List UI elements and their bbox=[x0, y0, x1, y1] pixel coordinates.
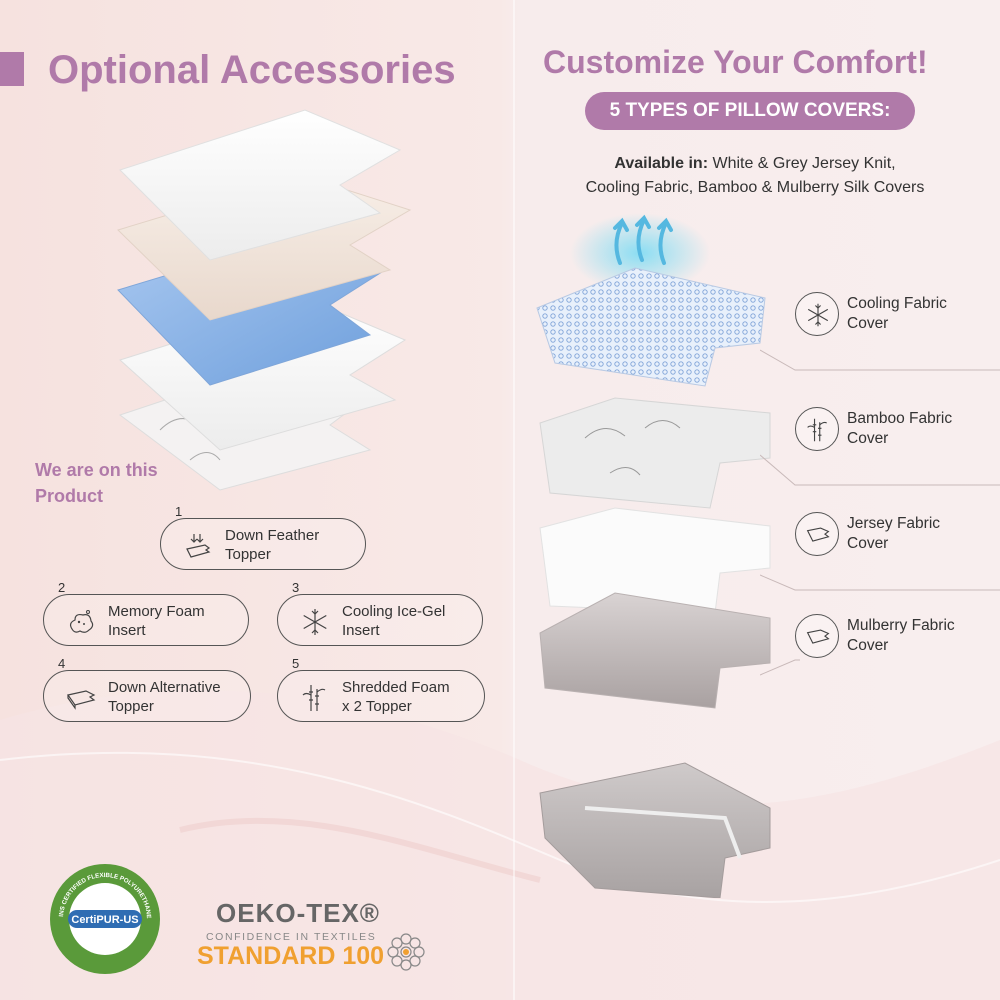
snowflake-icon bbox=[807, 303, 829, 327]
cover-connectors bbox=[760, 349, 1000, 676]
accessory-number: 3 bbox=[292, 580, 300, 595]
accessory-label-line1: Down Alternative bbox=[108, 679, 221, 696]
bamboo-icon bbox=[302, 685, 326, 711]
bamboo-icon bbox=[807, 418, 827, 442]
foam-cloud-icon bbox=[69, 610, 94, 633]
accessory-label-line2: Insert bbox=[108, 622, 146, 639]
cover-label-line1: Bamboo Fabric bbox=[847, 410, 953, 427]
oeko-tex-title: OEKO-TEX® bbox=[216, 898, 380, 928]
accessory-label-line1: Cooling Ice-Gel bbox=[342, 603, 446, 620]
title-accent-bar bbox=[0, 52, 24, 86]
certipur-us-badge: CONTAINS CERTIFIED FLEXIBLE POLYURETHANE… bbox=[48, 862, 160, 974]
oeko-tex-subtitle: CONFIDENCE IN TEXTILES bbox=[206, 931, 377, 943]
we-are-on-label: We are on this Product bbox=[35, 460, 158, 506]
accessory-label-line1: Shredded Foam bbox=[342, 679, 450, 696]
accessory-5: 5 Shredded Foam x 2 Topper bbox=[277, 656, 485, 722]
available-label: Available in: bbox=[614, 155, 709, 172]
snowflake-icon bbox=[303, 609, 327, 635]
topper-icon bbox=[66, 690, 96, 710]
accessory-label-line2: Topper bbox=[108, 698, 154, 715]
covers-banner: 5 TYPES OF PILLOW COVERS: bbox=[585, 92, 915, 130]
accessory-number: 1 bbox=[175, 504, 183, 519]
accessory-label-line2: Topper bbox=[225, 546, 271, 563]
available-line1: White & Grey Jersey Knit, bbox=[708, 155, 896, 172]
accessory-layers-illustration bbox=[117, 109, 412, 491]
left-title: Optional Accessories bbox=[48, 48, 456, 92]
cover-label-line2: Cover bbox=[847, 535, 889, 552]
cover-label-line2: Cover bbox=[847, 315, 889, 332]
certipur-name: CertiPUR-US bbox=[71, 914, 138, 926]
availability-text: Available in: White & Grey Jersey Knit, … bbox=[520, 152, 990, 200]
cover-label-line1: Jersey Fabric bbox=[847, 515, 941, 532]
accessory-label-line2: Insert bbox=[342, 622, 380, 639]
available-line2: Cooling Fabric, Bamboo & Mulberry Silk C… bbox=[585, 179, 925, 196]
cover-label-line2: Cover bbox=[847, 637, 889, 654]
cover-label-line2: Cover bbox=[847, 430, 889, 447]
cover-label-line1: Cooling Fabric bbox=[847, 295, 947, 312]
pillow-outline-icon bbox=[806, 629, 830, 644]
accessory-number: 5 bbox=[292, 656, 300, 671]
accessory-label-line1: Memory Foam bbox=[108, 603, 205, 620]
cover-label-line1: Mulberry Fabric bbox=[847, 617, 955, 634]
oeko-flower-icon bbox=[387, 933, 425, 971]
right-title: Customize Your Comfort! bbox=[543, 44, 928, 80]
pillow-covers-illustration bbox=[536, 213, 771, 898]
topper-arrows-icon bbox=[186, 534, 211, 558]
accessory-label-line2: x 2 Topper bbox=[342, 698, 412, 715]
accessory-number: 4 bbox=[58, 656, 66, 671]
column-divider bbox=[513, 0, 515, 1000]
accessory-number: 2 bbox=[58, 580, 66, 595]
accessory-label-line1: Down Feather bbox=[225, 527, 320, 544]
oeko-tex-standard: STANDARD 100 bbox=[197, 942, 385, 970]
pillow-outline-icon bbox=[806, 527, 830, 542]
